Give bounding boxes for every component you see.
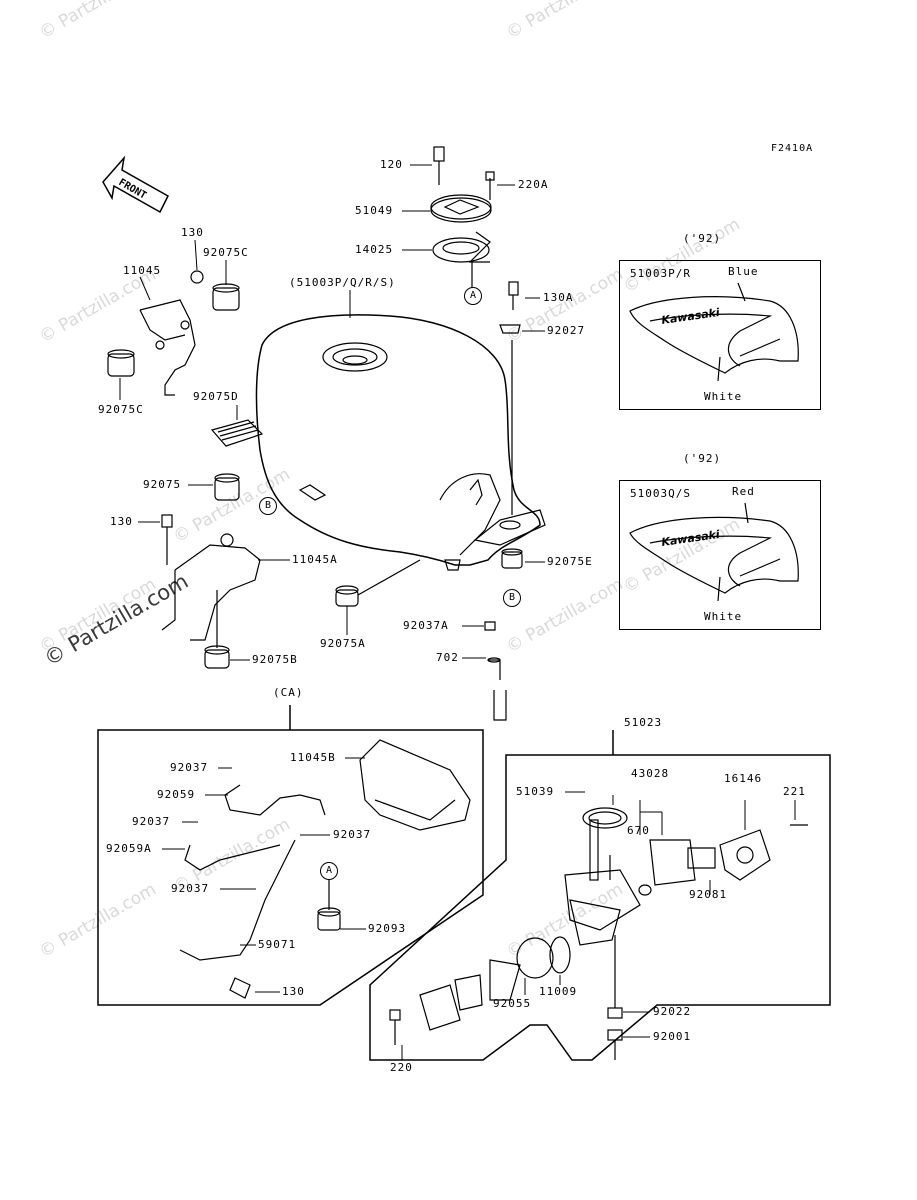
- part-label: 16146: [724, 772, 763, 785]
- part-label: 51039: [516, 785, 555, 798]
- ca-box-frame: [97, 705, 484, 1006]
- part-label: 92059: [157, 788, 196, 801]
- part-label: 92075E: [547, 555, 593, 568]
- part-label: 92075B: [252, 653, 298, 666]
- part-label: 11045: [123, 264, 162, 277]
- fuel-cap-drawing: [430, 146, 521, 515]
- fuel-valve-box-frame: [369, 730, 831, 1061]
- inset-color-label: Blue: [728, 265, 759, 278]
- part-label: 702: [436, 651, 459, 664]
- inset-year-label: ('92): [683, 232, 722, 245]
- part-label: 43028: [631, 767, 670, 780]
- bracket-11045A-drawing: [161, 473, 261, 669]
- callout-b: B: [259, 497, 277, 515]
- part-label: 130: [110, 515, 133, 528]
- inset-year-label: ('92): [683, 452, 722, 465]
- part-label: 670: [627, 824, 650, 837]
- small-parts-drawing: [335, 548, 523, 721]
- inset-color-label: White: [704, 390, 743, 403]
- fuel-tank-drawing: [255, 314, 546, 571]
- part-label: 92037A: [403, 619, 449, 632]
- part-label: 130: [181, 226, 204, 239]
- part-label: 92037: [132, 815, 171, 828]
- part-label: 120: [380, 158, 403, 171]
- part-label: 92075C: [203, 246, 249, 259]
- part-label: 11009: [539, 985, 578, 998]
- part-label: 92059A: [106, 842, 152, 855]
- part-label: 130A: [543, 291, 574, 304]
- part-label: 59071: [258, 938, 297, 951]
- section-label-ca: (CA): [273, 686, 304, 699]
- part-label: 130: [282, 985, 305, 998]
- part-label: 221: [783, 785, 806, 798]
- callout-b: B: [503, 589, 521, 607]
- part-label: 92001: [653, 1030, 692, 1043]
- front-arrow-icon: FRONT: [102, 155, 169, 214]
- inset-part-number: 51003Q/S: [630, 487, 691, 500]
- part-label: 92081: [689, 888, 728, 901]
- part-label: 92075D: [193, 390, 239, 403]
- part-label: 11045A: [292, 553, 338, 566]
- part-label: 92075C: [98, 403, 144, 416]
- inset-part-number: 51003P/R: [630, 267, 691, 280]
- figure-code: F2410A: [771, 143, 814, 154]
- part-label: 51049: [355, 204, 394, 217]
- part-label: 14025: [355, 243, 394, 256]
- part-label: 92093: [368, 922, 407, 935]
- tank-decal-drawing: Kawasaki: [629, 282, 799, 382]
- inset-color-label: White: [704, 610, 743, 623]
- part-label: 92037: [170, 761, 209, 774]
- part-label: 92037: [333, 828, 372, 841]
- kawasaki-logo: Kawasaki: [661, 306, 721, 327]
- kawasaki-logo: Kawasaki: [661, 528, 721, 549]
- part-label: 92027: [547, 324, 586, 337]
- tank-decal-drawing: Kawasaki: [629, 502, 799, 602]
- inset-tank-decal-92-red: ('92) 51003Q/S Red White Kawasaki: [619, 453, 821, 630]
- rubber-pad-92075D-drawing: [210, 419, 264, 447]
- leader-lines: [119, 164, 796, 1060]
- callout-a: A: [320, 862, 338, 880]
- part-label: 92075: [143, 478, 182, 491]
- part-label: 51023: [624, 716, 663, 729]
- inset-color-label: Red: [732, 485, 755, 498]
- part-label: 92075A: [320, 637, 366, 650]
- part-label: 92055: [493, 997, 532, 1010]
- bracket-11045-drawing: [107, 270, 240, 396]
- part-label: 220A: [518, 178, 549, 191]
- part-label: (51003P/Q/R/S): [289, 276, 396, 289]
- part-label: 11045B: [290, 751, 336, 764]
- part-label: 92022: [653, 1005, 692, 1018]
- callout-a: A: [464, 287, 482, 305]
- part-label: 92037: [171, 882, 210, 895]
- part-label: 220: [390, 1061, 413, 1074]
- inset-tank-decal-92-blue: ('92) 51003P/R Blue White Kawasaki: [619, 233, 821, 410]
